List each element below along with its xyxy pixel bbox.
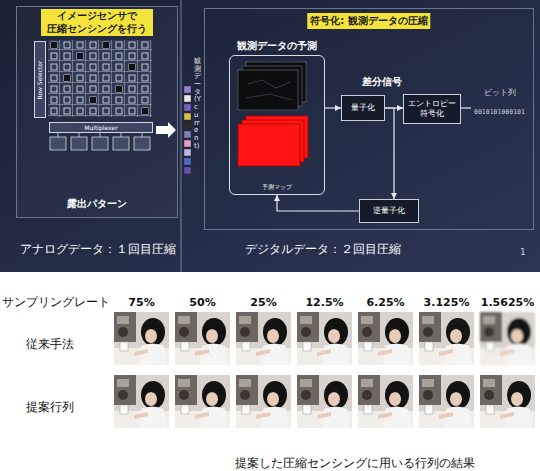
rate-header: 3.125%: [424, 296, 470, 309]
sensor-panel: Row SelectorMultiplexer イメージセンサで 圧縮センシングを…: [16, 6, 178, 218]
rate-header: 75%: [128, 296, 154, 309]
page-number: 1: [520, 247, 526, 257]
rate-header: 6.25%: [366, 296, 404, 309]
process-box: 逆量子化: [359, 199, 419, 223]
stage-note: デジタルデータ：２回目圧縮: [245, 242, 401, 256]
prediction-box: 観測データの予測予測マップ: [229, 39, 325, 195]
prediction-frames: [238, 62, 308, 166]
signal-label: 差分信号: [362, 76, 402, 87]
divider-line: [181, 0, 182, 272]
bitstream-line: [461, 107, 471, 108]
row-selector: Row Selector: [34, 41, 46, 118]
slide-background: [0, 0, 540, 272]
process-label: 逆量子化: [373, 206, 405, 215]
rate-header: 50%: [189, 296, 215, 309]
rate-header: 1.5625%: [481, 296, 534, 309]
multiplexer: Multiplexer: [49, 122, 153, 133]
process-label: 量子化: [351, 103, 375, 112]
row-heading: 従来手法: [26, 337, 74, 351]
axis-heading: サンプリングレート: [2, 295, 110, 309]
figure-caption: 提案した圧縮センシングに用いる行列の結果: [235, 456, 475, 470]
flow-arrow: [277, 195, 359, 211]
rate-header: 12.5%: [305, 296, 343, 309]
bitstream: 0010101000101: [474, 108, 525, 116]
map-label: 予測マップ: [262, 183, 292, 190]
flow-arrow: [385, 108, 394, 199]
panel-heading: イメージセンサで 圧縮センシングを行う: [47, 10, 147, 34]
rate-header: 25%: [250, 296, 276, 309]
panel-heading: 符号化: 観測データの圧縮: [310, 15, 427, 26]
output-label: ビット列: [484, 88, 516, 97]
rounded-frame: [229, 55, 325, 195]
stage-note: アナログデータ：１回目圧縮: [20, 242, 176, 256]
process-box: エントロピー 符号化: [403, 94, 461, 124]
pattern-label: 露出パターン: [67, 198, 127, 209]
row-selector-label: Row Selector: [36, 60, 43, 99]
process-box: 量子化: [341, 95, 385, 121]
box-heading: 観測データの予測: [237, 40, 317, 51]
encoder-panel: 観測データの予測予測マップ 量子化 エントロピー 符号化逆量子化 符号化: 観測データ…: [204, 8, 534, 230]
row-heading: 提案行列: [26, 400, 74, 414]
result-thumbnails: [114, 312, 535, 428]
vertical-data-label: 観測データ (Ycurrent): [194, 58, 201, 150]
flow-arrow: [325, 107, 341, 108]
observation-squares: [184, 86, 191, 174]
process-label: エントロピー 符号化: [408, 99, 456, 118]
multiplexer-label: Multiplexer: [84, 124, 117, 131]
